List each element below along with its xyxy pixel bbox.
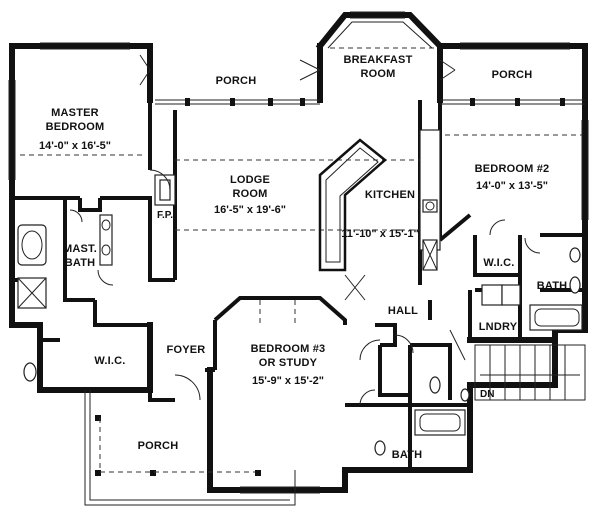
stair-label: DN	[480, 389, 494, 400]
stair: DN	[474, 344, 586, 401]
door-swings	[69, 54, 541, 406]
bedroom-2-label: BEDROOM #2	[475, 163, 550, 175]
ceiling-lines	[20, 47, 582, 325]
wic-2-label: W.I.C.	[483, 257, 514, 269]
bedroom-3-dims: 15'-9" x 15'-2"	[252, 375, 324, 387]
fireplace: F.P.	[154, 174, 176, 221]
bath3-fixtures	[374, 376, 470, 456]
breakfast-room-line1: BREAKFAST	[343, 54, 412, 66]
kitchen-dims: 11'-10" x 15'-1"	[341, 228, 418, 240]
master-bedroom-dims: 14'-0" x 16'-5"	[39, 140, 111, 152]
breakfast-room-line2: ROOM	[360, 68, 395, 80]
kitchen-counters	[419, 129, 441, 271]
lodge-room-dims: 16'-5" x 19'-6"	[214, 204, 286, 216]
windows	[8, 11, 589, 494]
fireplace-label: F.P.	[157, 210, 173, 221]
master-bath-fixtures	[17, 214, 113, 382]
lodge-room-line1: LODGE	[230, 174, 270, 186]
hall-label: HALL	[388, 305, 418, 317]
porches	[84, 98, 585, 506]
bedroom-3-line2: OR STUDY	[259, 357, 318, 369]
kitchen-label: KITCHEN	[365, 189, 415, 201]
bath-2-label: BATH	[537, 280, 568, 292]
wic-master-label: W.I.C.	[94, 355, 125, 367]
master-bedroom-title-line1: MASTER	[51, 107, 99, 119]
porch-front-label: PORCH	[138, 440, 179, 452]
bath-3-label: BATH	[392, 449, 423, 461]
foyer-label: FOYER	[167, 344, 206, 356]
porch-rear-left-label: PORCH	[216, 75, 257, 87]
porch-rear-right-label: PORCH	[492, 69, 533, 81]
mast-bath-line2: BATH	[65, 257, 96, 269]
laundry-label: LNDRY	[479, 321, 518, 333]
room-labels: MASTER BEDROOM 14'-0" x 16'-5" PORCH BRE…	[39, 54, 567, 461]
bedroom-3-line1: BEDROOM #3	[251, 343, 326, 355]
bedroom-2-dims: 14'-0" x 13'-5"	[476, 180, 548, 192]
kitchen-island	[318, 138, 387, 272]
mast-bath-line1: MAST.	[63, 243, 97, 255]
lodge-room-line2: ROOM	[232, 188, 267, 200]
bath2-fixtures	[481, 247, 583, 331]
master-bedroom-title-line2: BEDROOM	[46, 121, 105, 133]
breakfast-bay-inner	[327, 21, 433, 49]
